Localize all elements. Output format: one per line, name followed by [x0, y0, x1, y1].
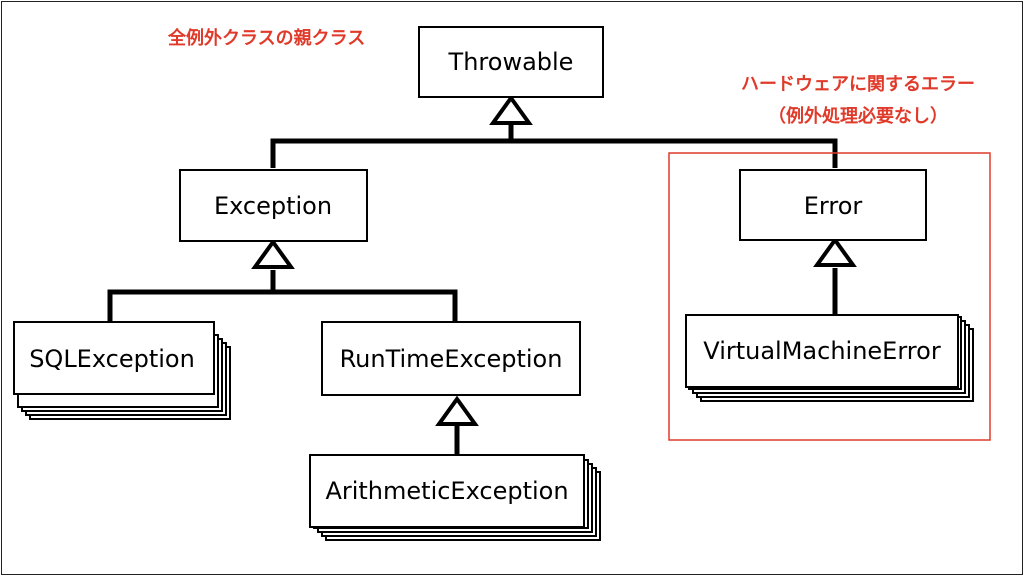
node-sql-exception-label: SQLException [29, 345, 195, 373]
node-exception: Exception [179, 169, 368, 242]
node-throwable: Throwable [418, 26, 604, 98]
node-throwable-label: Throwable [448, 48, 574, 76]
hardware-error-highlight-frame [668, 152, 991, 441]
parent-class-note: 全例外クラスの親クラス [167, 27, 365, 49]
connectors [107, 123, 838, 455]
node-arithmetic-exception: ArithmeticException [309, 454, 601, 541]
arrow-to-throwable [489, 94, 533, 125]
node-vm-error: VirtualMachineError [685, 314, 974, 402]
hardware-error-note-line2: （例外処理必要なし） [768, 105, 948, 127]
connector-throwable-bus [270, 138, 838, 168]
node-vm-error-label: VirtualMachineError [703, 337, 941, 365]
node-error: Error [739, 169, 927, 241]
inheritance-arrows [251, 94, 857, 426]
connector-exception-bus [107, 289, 458, 322]
arrow-to-runtime [435, 395, 479, 426]
node-exception-label: Exception [214, 192, 332, 220]
arrow-to-error [813, 236, 857, 267]
node-runtime-exception-label: RunTimeException [340, 345, 563, 373]
node-arithmetic-exception-label: ArithmeticException [325, 477, 568, 505]
node-sql-exception: SQLException [13, 321, 231, 420]
arrow-to-exception [251, 238, 295, 269]
hardware-error-note-line1: ハードウェアに関するエラー [741, 74, 975, 95]
node-error-label: Error [804, 192, 863, 220]
node-runtime-exception: RunTimeException [321, 321, 581, 396]
